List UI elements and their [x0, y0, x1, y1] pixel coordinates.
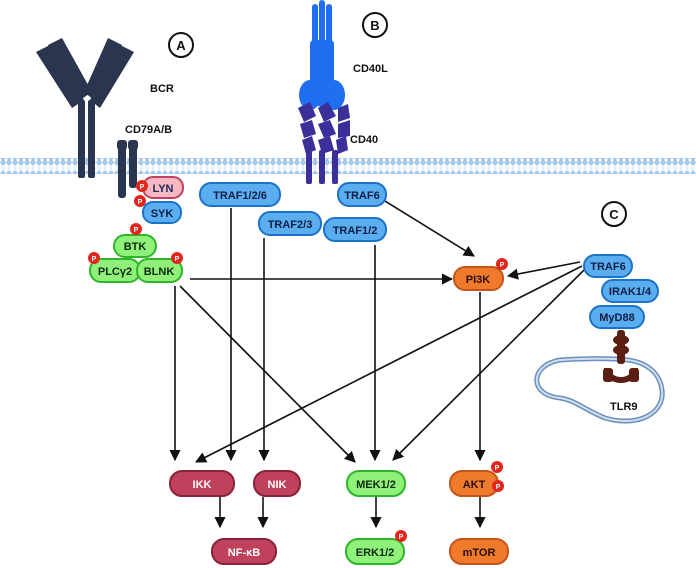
cd79-label: CD79A/B — [125, 124, 172, 136]
bcr-receptor — [36, 38, 134, 178]
arrow-trafc-mek — [392, 269, 585, 461]
arrow-trafc-pi3k — [506, 261, 581, 280]
svg-text:P: P — [138, 199, 143, 206]
phospho-syk: P — [134, 195, 146, 207]
svg-text:MEK1/2: MEK1/2 — [356, 479, 396, 491]
cd40-label: CD40 — [350, 134, 378, 146]
node-ikk: IKK — [169, 470, 235, 497]
arrow-trafc-ikk — [195, 265, 583, 463]
svg-text:PLCγ2: PLCγ2 — [98, 266, 132, 278]
panel-c-marker: C — [601, 201, 627, 227]
node-traf23: TRAF2/3 — [258, 211, 322, 236]
phospho-blnk: P — [171, 252, 183, 264]
svg-text:P: P — [92, 256, 97, 263]
node-lyn: LYN — [142, 176, 184, 199]
svg-text:P: P — [134, 227, 139, 234]
phospho-akt-2: P — [492, 480, 504, 492]
svg-text:P: P — [399, 534, 404, 541]
arrow-traf6-pi3k — [379, 197, 475, 257]
node-erk12: ERK1/2 — [345, 538, 405, 565]
phospho-lyn: P — [136, 180, 148, 192]
phospho-erk12: P — [395, 530, 407, 542]
svg-text:BLNK: BLNK — [144, 266, 175, 278]
cell-membrane — [0, 158, 696, 174]
node-nik: NIK — [253, 470, 301, 497]
node-syk: SYK — [142, 201, 182, 224]
node-traf12: TRAF1/2 — [323, 217, 387, 242]
svg-text:NIK: NIK — [268, 479, 287, 491]
svg-text:P: P — [140, 184, 145, 191]
node-traf6-b: TRAF6 — [337, 182, 387, 207]
svg-text:MyD88: MyD88 — [599, 312, 634, 324]
svg-text:AKT: AKT — [463, 479, 486, 491]
svg-text:TRAF1/2: TRAF1/2 — [333, 225, 378, 237]
svg-text:P: P — [500, 262, 505, 269]
panel-a-marker: A — [168, 32, 194, 58]
svg-text:TRAF1/2/6: TRAF1/2/6 — [213, 190, 267, 202]
tlr9-receptor — [534, 330, 665, 424]
cd40l-label: CD40L — [353, 63, 388, 75]
arrow-blnk-mek — [179, 285, 356, 463]
arrows — [169, 197, 585, 529]
svg-text:BTK: BTK — [124, 241, 147, 253]
cd40-receptor — [298, 102, 350, 184]
node-traf6-c: TRAF6 — [583, 254, 633, 278]
node-mek12: MEK1/2 — [346, 470, 406, 497]
svg-text:IRAK1/4: IRAK1/4 — [609, 286, 652, 298]
cd40l-ligand — [299, 0, 345, 110]
node-myd88: MyD88 — [589, 305, 645, 329]
phospho-akt-1: P — [491, 461, 503, 473]
node-irak14: IRAK1/4 — [601, 279, 659, 303]
node-akt: AKT — [449, 470, 499, 497]
svg-text:TRAF2/3: TRAF2/3 — [268, 219, 313, 231]
svg-text:A: A — [176, 38, 186, 53]
svg-text:P: P — [175, 256, 180, 263]
svg-text:SYK: SYK — [151, 208, 174, 220]
node-btk: BTK — [113, 234, 157, 258]
phospho-btk: P — [130, 223, 142, 235]
svg-text:ERK1/2: ERK1/2 — [356, 547, 395, 559]
node-traf126: TRAF1/2/6 — [199, 182, 281, 207]
node-blnk: BLNK — [136, 258, 183, 283]
svg-text:IKK: IKK — [193, 479, 212, 491]
svg-text:C: C — [609, 207, 619, 222]
node-nfkb: NF-κB — [211, 538, 277, 565]
phospho-plcg2: P — [88, 252, 100, 264]
svg-text:P: P — [496, 484, 501, 491]
bcr-label: BCR — [150, 83, 174, 95]
svg-text:mTOR: mTOR — [463, 547, 496, 559]
svg-text:LYN: LYN — [153, 183, 174, 195]
svg-text:PI3K: PI3K — [466, 274, 491, 286]
svg-text:TRAF6: TRAF6 — [590, 261, 625, 273]
svg-text:NF-κB: NF-κB — [228, 547, 260, 559]
svg-text:B: B — [370, 18, 379, 33]
node-mtor: mTOR — [449, 538, 509, 565]
svg-text:P: P — [495, 465, 500, 472]
phospho-pi3k: P — [496, 258, 508, 270]
cd79-receptor — [117, 140, 138, 198]
node-pi3k: PI3K — [453, 266, 504, 291]
panel-b-marker: B — [362, 12, 388, 38]
tlr9-label: TLR9 — [610, 401, 638, 413]
svg-text:TRAF6: TRAF6 — [344, 190, 379, 202]
